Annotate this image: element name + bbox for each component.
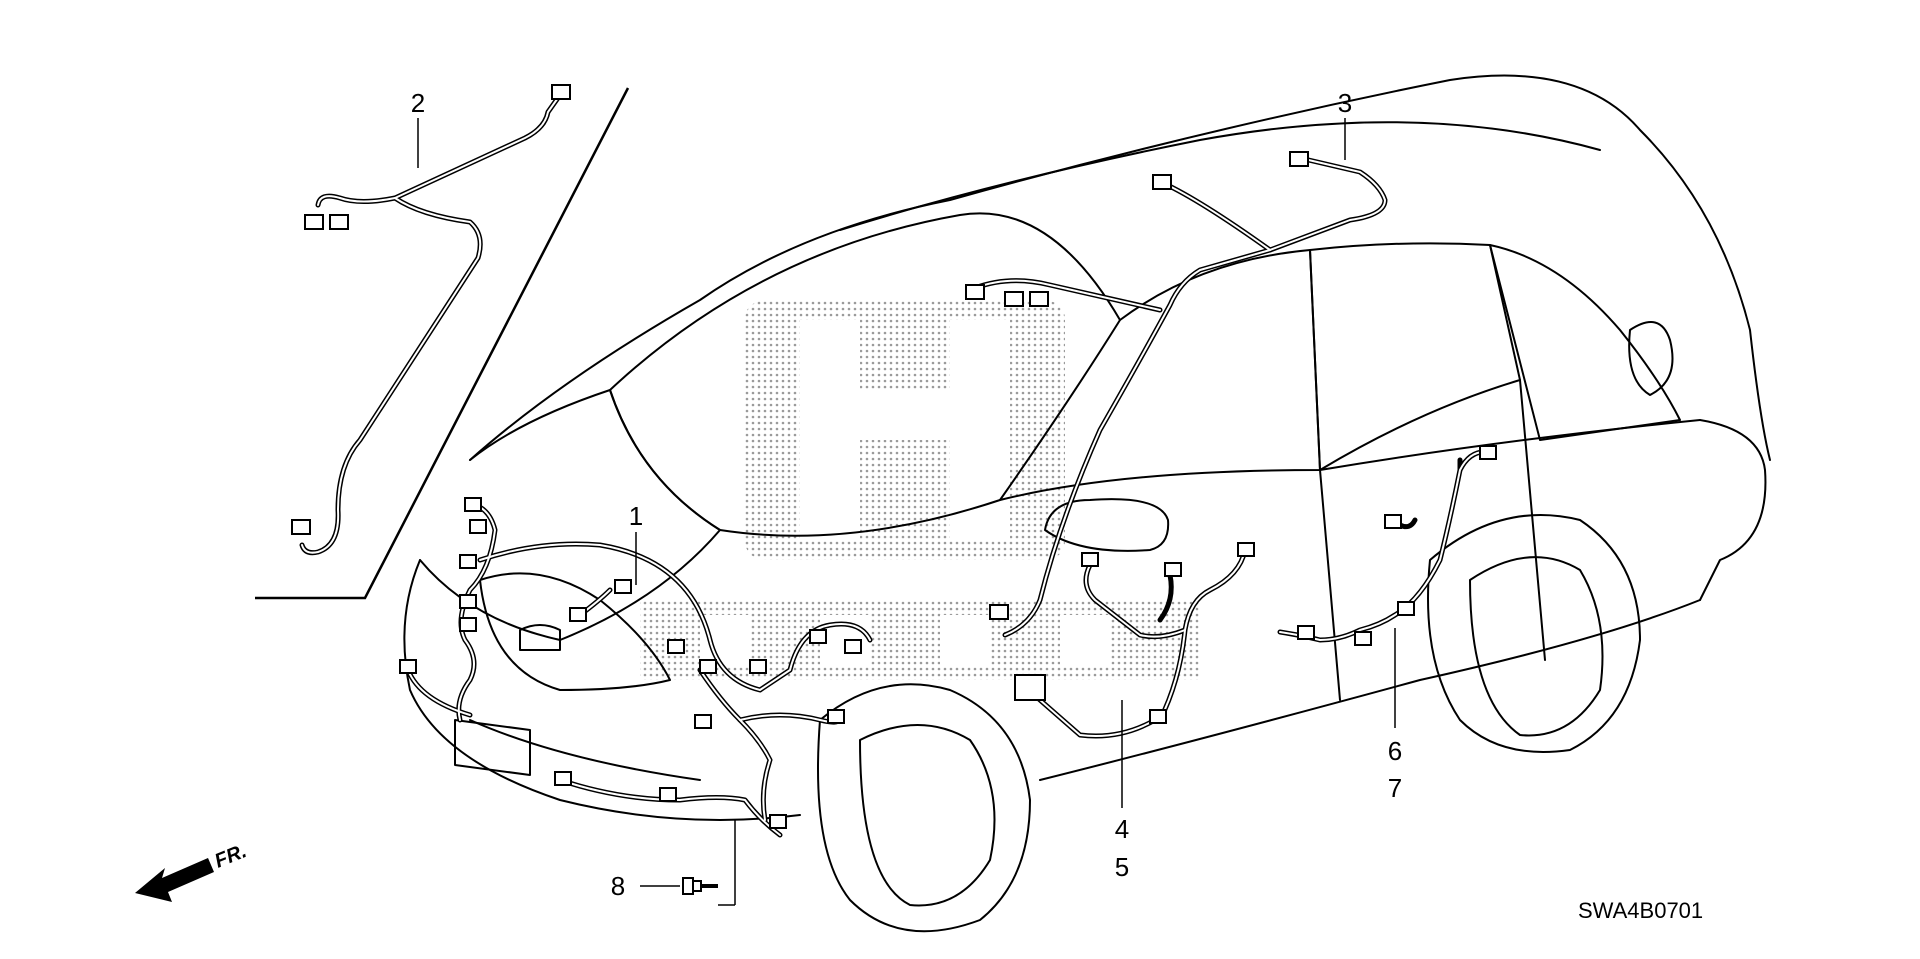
inset-divider <box>255 87 630 600</box>
callout-4: 4 <box>1115 814 1129 844</box>
callout-2: 2 <box>411 88 425 118</box>
callout-6: 6 <box>1388 736 1402 766</box>
harness-6-7 <box>1277 445 1497 646</box>
vehicle-body-outline <box>403 74 1771 933</box>
honda-logo-watermark <box>640 300 1200 680</box>
direction-label: FR. <box>212 840 250 872</box>
callout-3: 3 <box>1338 88 1352 118</box>
bolt-icon <box>682 877 718 895</box>
harness-2 <box>291 84 571 556</box>
callout-7: 7 <box>1388 773 1402 803</box>
callout-5: 5 <box>1115 852 1129 882</box>
harness-4-5 <box>1014 542 1255 739</box>
callout-labels: 1 2 3 4 5 6 7 8 <box>411 88 1402 901</box>
front-direction-arrow-icon: FR. <box>135 840 250 902</box>
callout-8: 8 <box>611 871 625 901</box>
harness-1 <box>399 497 873 838</box>
harness-3 <box>965 151 1388 638</box>
callout-1: 1 <box>629 501 643 531</box>
leader-lines <box>417 118 1396 906</box>
drawing-code: SWA4B0701 <box>1578 898 1703 923</box>
